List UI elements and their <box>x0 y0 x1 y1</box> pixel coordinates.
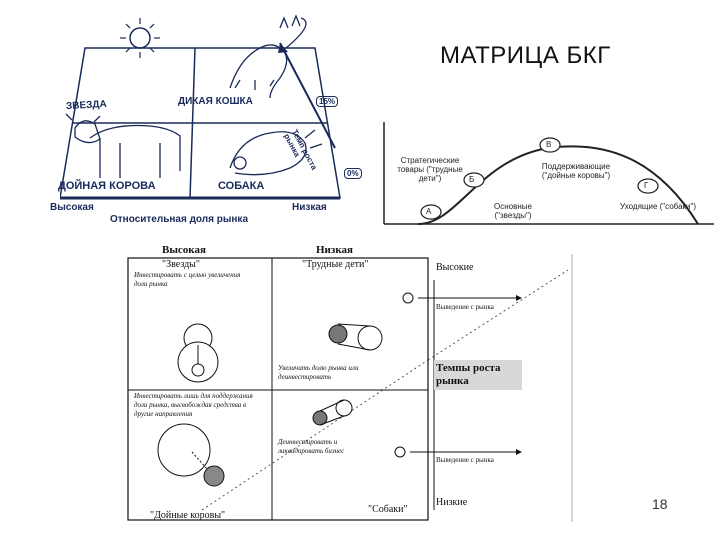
lifecycle-label-leaving: Уходящие ("собаки") <box>620 202 696 211</box>
note-stars: Инвестировать с целью увеличения доли ры… <box>134 271 241 288</box>
problem-circles <box>328 323 383 351</box>
bcg-illustration: ЗВЕЗДА ДИКАЯ КОШКА ДОЙНАЯ КОРОВА СОБАКА … <box>50 8 362 230</box>
cows-circles <box>157 423 225 487</box>
slide-title: МАТРИЦА БКГ <box>440 42 611 69</box>
bcg-matrix-canvas <box>127 254 573 522</box>
growth-label-box: Темпы роста рынка <box>434 360 522 390</box>
matrix-row-low: Низкие <box>436 497 468 508</box>
growth-arrow-head <box>278 43 288 53</box>
growth-high-badge: 15% <box>316 96 339 107</box>
share-low-label: Низкая <box>292 202 327 213</box>
exit-label-1: Выведение с рынка <box>436 303 494 311</box>
dog-icon <box>229 129 323 176</box>
quadrant-label-wildcat: ДИКАЯ КОШКА <box>178 96 253 107</box>
quadrant-stars: "Звезды" <box>162 259 200 270</box>
lifecycle-point-v: B <box>546 140 552 149</box>
lifecycle-point-b: Б <box>469 175 475 184</box>
exit-label-2: Выведение с рынка <box>436 456 494 464</box>
matrix-frame <box>127 257 429 521</box>
exit-markers <box>394 292 522 458</box>
stars-circles <box>177 323 219 383</box>
lifecycle-diagram: A Б B Г Стратегические товары ("трудные … <box>378 120 718 230</box>
grid-v-line <box>189 47 196 199</box>
lifecycle-label-strategic: Стратегические товары ("трудные дети") <box>397 156 463 183</box>
wild-cat-icon <box>229 14 307 99</box>
growth-arrow <box>279 42 336 149</box>
matrix-col-high: Высокая <box>162 244 206 256</box>
bcg-illustration-canvas <box>59 14 341 200</box>
quadrant-cows: "Дойные коровы" <box>150 510 226 521</box>
lifecycle-label-main: Основные ("звезды") <box>494 202 532 220</box>
growth-low-badge: 0% <box>344 168 362 179</box>
diagonal-dashed-ext <box>427 269 569 361</box>
bcg-matrix-scan: Высокая Низкая "Звезды" "Трудные дети" И… <box>122 240 576 526</box>
note-problem: Увеличить долю рынка или деинвестировать <box>278 364 359 381</box>
cow-icon <box>65 113 181 178</box>
quadrant-problem: "Трудные дети" <box>302 259 369 270</box>
quadrant-label-dog: СОБАКА <box>218 180 265 192</box>
page-number: 18 <box>652 496 668 512</box>
share-axis-label: Относительная доля рынка <box>110 214 249 225</box>
note-dogs: Деинвестировать и ликвидировать бизнес <box>278 438 345 455</box>
matrix-row-high: Высокие <box>436 262 474 273</box>
share-high-label: Высокая <box>50 202 94 213</box>
note-cows: Инвестировать лишь для поддержания доли … <box>134 392 253 418</box>
lifecycle-label-supporting: Поддерживающие ("дойные коровы") <box>541 162 611 180</box>
lifecycle-point-a: A <box>426 207 432 216</box>
lifecycle-point-markers <box>420 137 659 220</box>
lifecycle-point-g: Г <box>644 181 649 190</box>
dogs-circles <box>312 399 353 426</box>
lifecycle-canvas <box>383 122 714 225</box>
quadrant-label-cow: ДОЙНАЯ КОРОВА <box>58 180 156 192</box>
quadrant-label-star: ЗВЕЗДА <box>65 98 108 113</box>
diagonal-dashed <box>201 359 429 511</box>
matrix-col-low: Низкая <box>316 244 353 256</box>
quadrant-dogs: "Собаки" <box>368 504 408 515</box>
star-sun-icon <box>120 18 160 58</box>
